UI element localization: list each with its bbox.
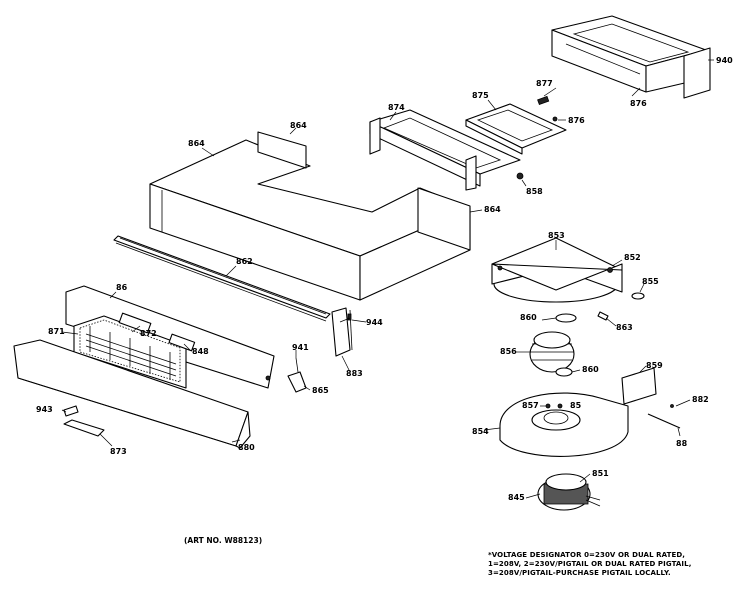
damper-bracket-part xyxy=(465,95,567,155)
callout-855: 855 xyxy=(642,277,659,286)
motor-mount-plate-part xyxy=(491,237,623,303)
handle-part-873 xyxy=(63,419,105,437)
callout-941: 941 xyxy=(292,343,309,352)
callout-874: 874 xyxy=(388,103,405,112)
frame-bracket-part xyxy=(369,109,524,191)
small-part-863 xyxy=(597,311,609,321)
callout-940: 940 xyxy=(716,56,733,65)
callout-880: 880 xyxy=(238,443,255,452)
callout-864-a: 864 xyxy=(188,139,205,148)
voltage-note-line-1: *VOLTAGE DESIGNATOR 0=230V OR DUAL RATED… xyxy=(488,551,686,559)
side-bracket-part xyxy=(331,307,353,357)
voltage-designator-note: *VOLTAGE DESIGNATOR 0=230V OR DUAL RATED… xyxy=(488,551,750,578)
callout-877: 877 xyxy=(536,79,553,88)
plate-part-859 xyxy=(621,367,657,405)
blower-motor-part xyxy=(537,473,601,511)
callout-873: 873 xyxy=(110,447,127,456)
callout-856: 856 xyxy=(500,347,517,356)
callout-863: 863 xyxy=(616,323,633,332)
callout-88: 88 xyxy=(676,439,688,448)
callout-860-b: 860 xyxy=(582,365,599,374)
callout-858: 858 xyxy=(526,187,543,196)
callout-845: 845 xyxy=(508,493,525,502)
front-panel-part xyxy=(13,339,251,449)
blower-housing-part xyxy=(499,392,629,457)
clip-part xyxy=(287,357,307,393)
leader-lines xyxy=(61,59,714,499)
callout-859: 859 xyxy=(646,361,663,370)
callout-872: 872 xyxy=(140,329,157,338)
callout-851: 851 xyxy=(592,469,609,478)
filter-grille xyxy=(85,326,177,380)
callout-864-c: 864 xyxy=(484,205,501,214)
callout-944: 944 xyxy=(366,318,383,327)
callout-860-a: 860 xyxy=(520,313,537,322)
small-part-943 xyxy=(63,405,79,417)
callout-876-b: 876 xyxy=(630,99,647,108)
callout-85: 85 xyxy=(570,401,582,410)
control-panel-part xyxy=(65,285,275,389)
callout-875: 875 xyxy=(472,91,489,100)
duct-housing-part xyxy=(551,15,711,99)
callout-871: 871 xyxy=(48,327,65,336)
rail-part xyxy=(113,235,331,322)
callout-853: 853 xyxy=(548,231,565,240)
callout-854: 854 xyxy=(472,427,489,436)
callout-86: 86 xyxy=(116,283,128,292)
callout-943: 943 xyxy=(36,405,53,414)
callout-852: 852 xyxy=(624,253,641,262)
voltage-note-line-2: 1=208V, 2=230V/PIGTAIL OR DUAL RATED PIG… xyxy=(488,560,692,568)
callout-882: 882 xyxy=(692,395,709,404)
callout-labels: 940 877 875 876 876 874 858 864 864 864 … xyxy=(36,56,733,502)
small-part-855 xyxy=(631,292,645,300)
callout-864-b: 864 xyxy=(290,121,307,130)
voltage-note-line-3: 3=208V/PIGTAIL-PURCHASE PIGTAIL LOCALLY. xyxy=(488,569,671,577)
art-number: (ART NO. W88123) xyxy=(184,536,263,545)
rod-part-88 xyxy=(647,404,681,429)
callout-876-a: 876 xyxy=(568,116,585,125)
callout-883: 883 xyxy=(346,369,363,378)
callout-862: 862 xyxy=(236,257,253,266)
blower-wheel-part xyxy=(529,313,577,377)
callout-857: 857 xyxy=(522,401,539,410)
callout-865: 865 xyxy=(312,386,329,395)
cabinet-body-part xyxy=(149,131,471,301)
callout-848: 848 xyxy=(192,347,209,356)
